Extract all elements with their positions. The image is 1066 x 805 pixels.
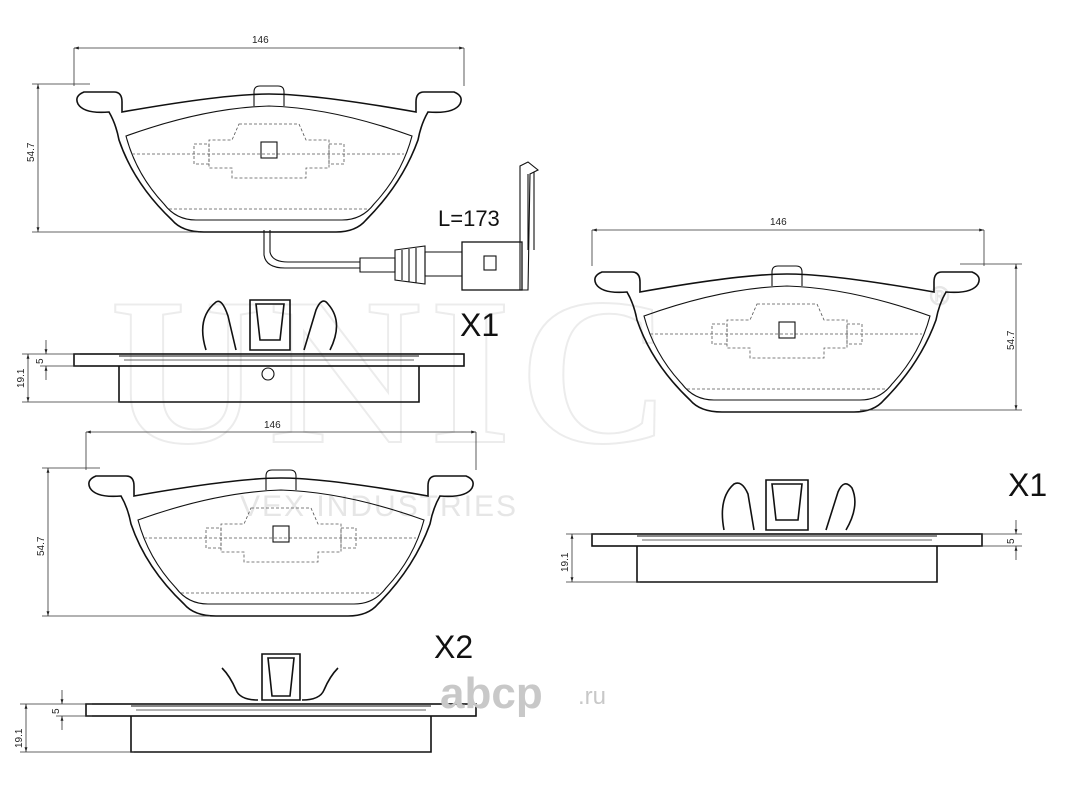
- watermark-brand: UNIC: [110, 256, 679, 488]
- pad-face-right: 146 54.7: [591, 217, 1022, 413]
- backplate-dim-right: 5: [1006, 538, 1017, 544]
- height-dim-right: 54.7: [1006, 330, 1017, 350]
- width-dim-bottom-left: 146: [264, 420, 281, 431]
- abcp-logo-domain: .ru: [578, 683, 606, 710]
- sensor-length-label: L=173: [438, 206, 500, 231]
- sensor-wire: [263, 230, 360, 269]
- unic-watermark: UNIC ® VEX INDUSTRIES: [109, 255, 950, 523]
- anti-rattle-clip-bottom: [221, 667, 339, 701]
- anti-rattle-clip: [201, 300, 338, 351]
- qty-bottom: X2: [434, 629, 473, 665]
- qty-right: X1: [1008, 467, 1047, 503]
- abcp-logo-name: abcp: [440, 669, 543, 718]
- width-dim-top-left: 146: [252, 35, 269, 46]
- width-dim-right: 146: [770, 217, 787, 228]
- thickness-dim-bottom: 19.1: [14, 728, 25, 748]
- height-dim-top-left: 54.7: [26, 142, 37, 162]
- backplate-dim-top-left: 5: [35, 358, 46, 364]
- side-view-top-left: X1 19.1 5: [16, 299, 499, 403]
- sensor-connector: [461, 241, 523, 291]
- thickness-dim-top-left: 19.1: [16, 368, 27, 388]
- thickness-dim-right: 19.1: [560, 552, 571, 572]
- qty-top-left: X1: [460, 307, 499, 343]
- side-view-bottom: X2 19.1 5: [14, 629, 477, 753]
- watermark-company: VEX INDUSTRIES: [240, 490, 518, 523]
- backplate-dim-bottom: 5: [51, 708, 62, 714]
- height-dim-bottom-left: 54.7: [36, 536, 47, 556]
- anti-rattle-clip-right: [721, 482, 856, 531]
- pad-face-top-left: L=173 146 54.7: [26, 35, 540, 291]
- side-view-right: X1 19.1 5: [560, 467, 1047, 583]
- abcp-logo: abcp .ru: [440, 669, 606, 718]
- pad-face-bottom-left: 146 54.7: [36, 420, 477, 617]
